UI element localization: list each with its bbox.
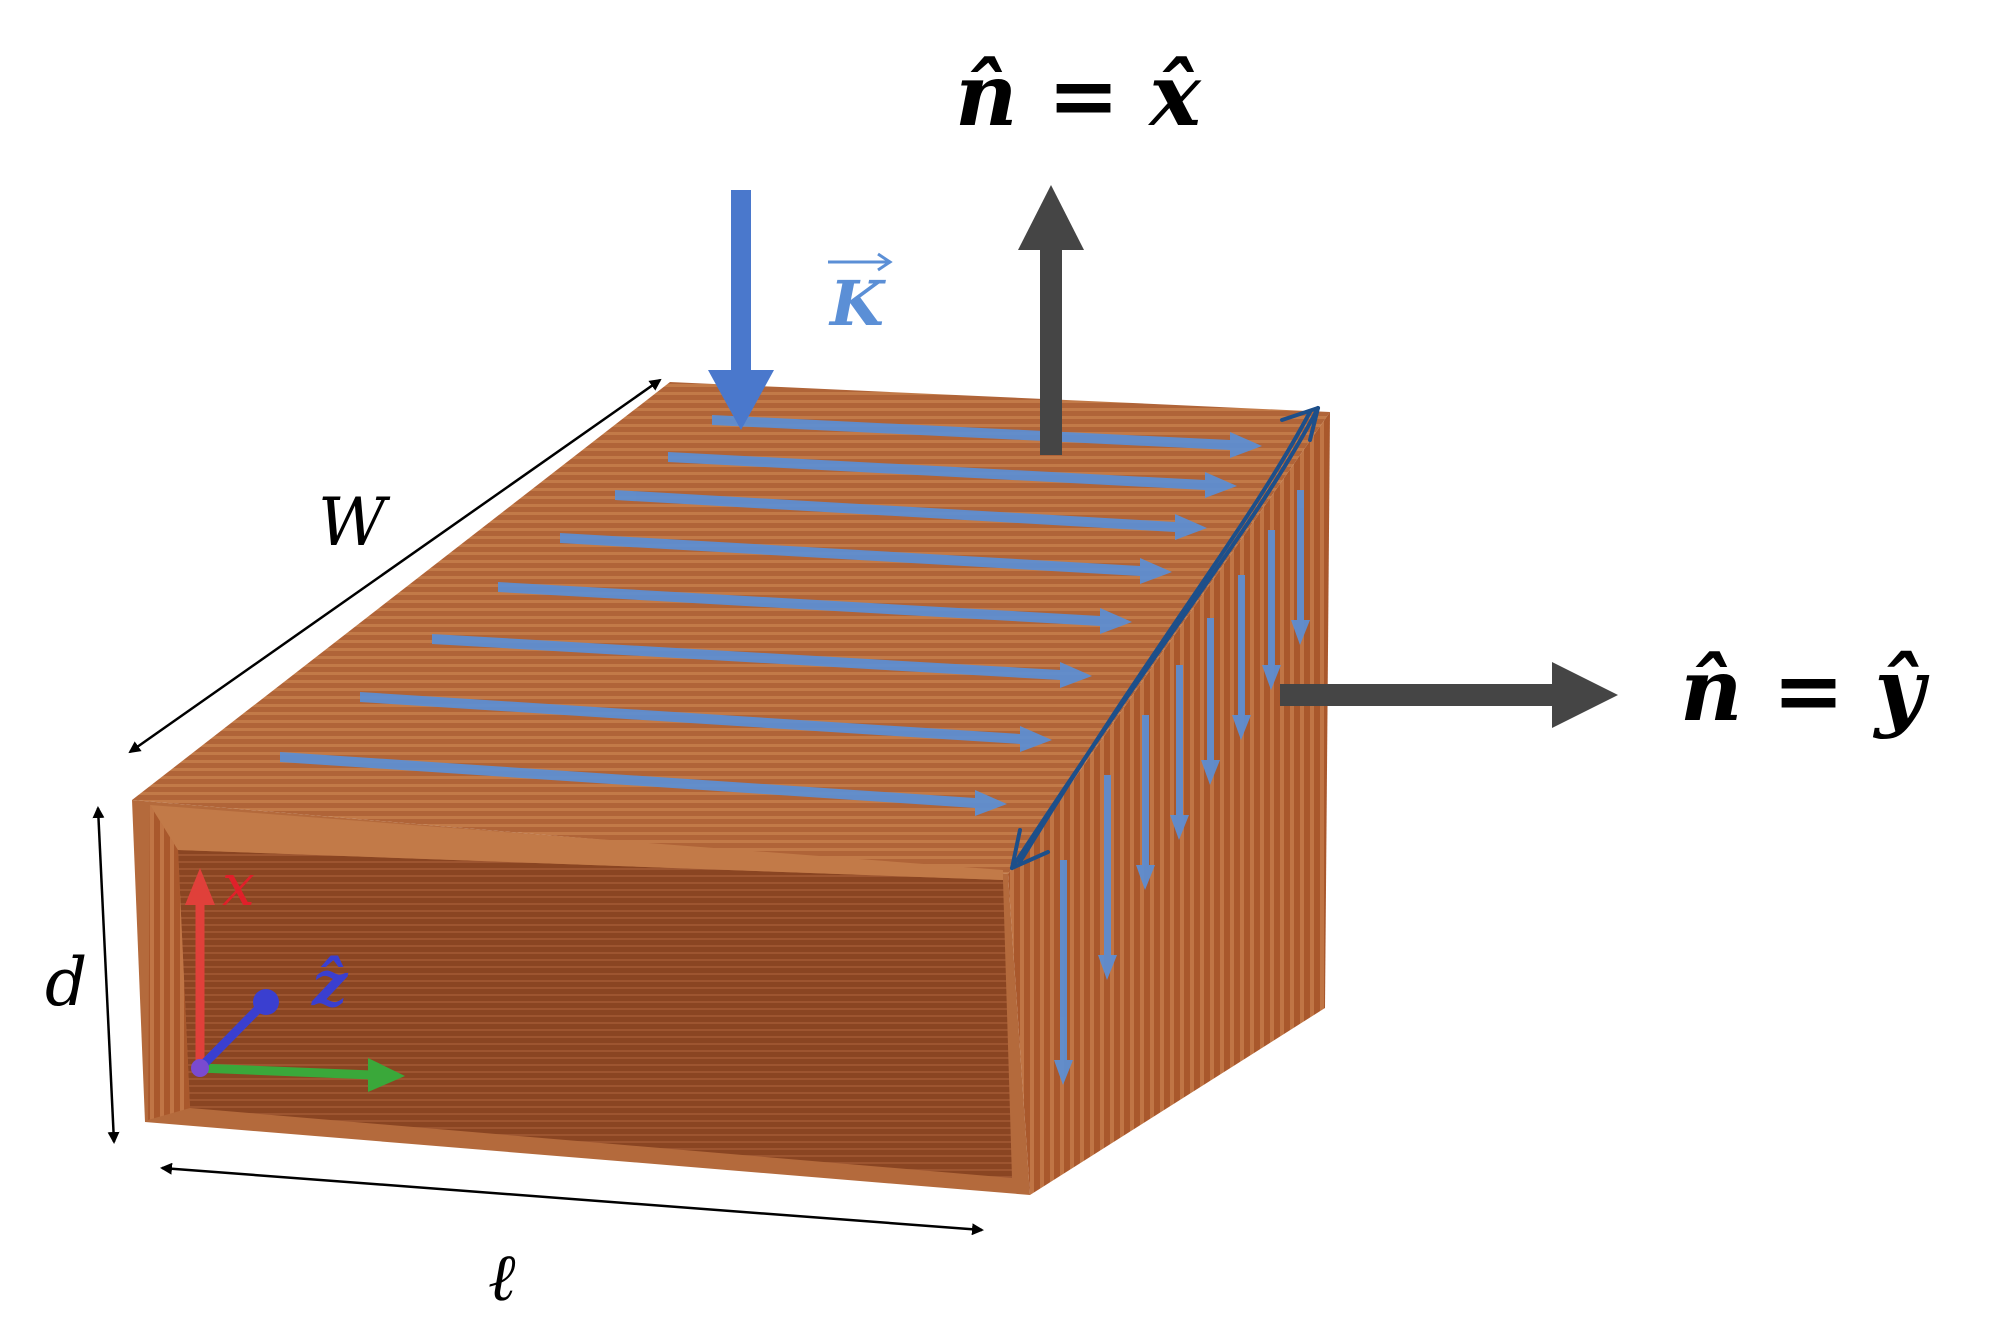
width-dimension-line: [128, 378, 662, 754]
sketch-diagonal-arrow: [1010, 406, 1320, 870]
side-current-arrow: [1232, 575, 1251, 740]
current-density-label: K: [828, 267, 886, 340]
axis-origin: [191, 1059, 209, 1077]
current-arrow: [280, 752, 1007, 816]
current-arrow: [560, 533, 1172, 584]
axes-gizmo: [185, 868, 405, 1092]
side-current-arrow: [1201, 618, 1220, 785]
box-side-face: [1008, 412, 1330, 1195]
arrow-right-head: [1552, 662, 1618, 728]
normal-right-label: n̂ = ŷ: [1680, 640, 1929, 741]
side-current-arrows: [1054, 490, 1310, 1085]
box-inner-left-wall: [148, 805, 190, 1120]
vector-arrow-over-k: [828, 252, 893, 272]
side-current-arrow: [1136, 715, 1155, 890]
arrow-down-icon: [731, 190, 751, 375]
box-inner-top-wall: [150, 805, 1003, 880]
current-arrow: [668, 452, 1237, 498]
width-label: W: [318, 484, 391, 561]
length-dimension-line: [160, 1162, 984, 1236]
current-arrow: [615, 490, 1207, 540]
normal-arrow-right: [1280, 662, 1618, 728]
side-current-arrow: [1054, 860, 1073, 1085]
side-current-arrow: [1262, 530, 1281, 690]
side-current-arrow: [1098, 775, 1117, 980]
axis-x-head: [185, 868, 215, 905]
side-current-arrow: [1170, 665, 1189, 840]
axis-z-tip: [253, 989, 279, 1015]
box-front-hollow: [178, 850, 1012, 1178]
arrow-up-head: [1018, 185, 1084, 250]
current-arrow: [712, 415, 1262, 458]
incoming-current-arrow: [708, 190, 774, 430]
arrow-down-head: [708, 370, 774, 430]
depth-dimension-line: [92, 806, 120, 1144]
length-label: ℓ: [488, 1239, 516, 1316]
axis-z-line: [196, 1001, 266, 1072]
axis-z-label: ẑ: [311, 947, 349, 1020]
axis-x-label: x: [222, 851, 255, 919]
arrow-right-icon: [1280, 684, 1560, 706]
side-current-arrow: [1291, 490, 1310, 645]
axis-y-head: [368, 1058, 405, 1092]
depth-label: d: [45, 944, 87, 1021]
arrow-up-icon: [1040, 245, 1062, 455]
dimension-lines: [92, 378, 984, 1236]
normal-top-label: n̂ = x̂: [955, 45, 1202, 146]
axis-y-line: [199, 1063, 373, 1080]
normal-arrow-top: [1018, 185, 1084, 455]
